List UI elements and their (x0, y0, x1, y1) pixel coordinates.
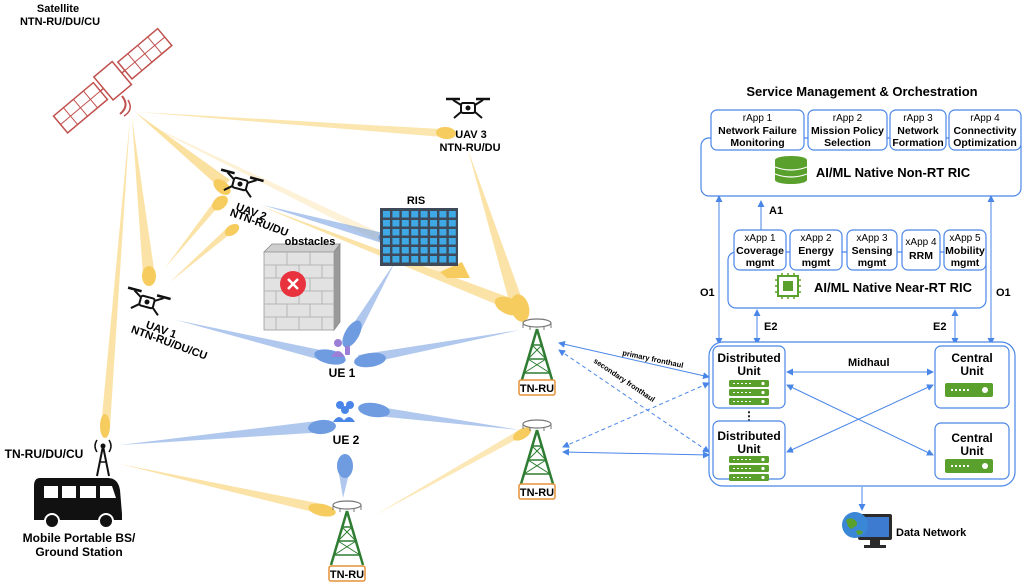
xapp-3-line1: Sensing (852, 245, 893, 257)
blue-beams (120, 205, 520, 498)
rapp-3-line2: Formation (892, 137, 943, 149)
tnru-tower-3-icon (329, 500, 365, 566)
xapp-2-line0: xApp 2 (800, 233, 832, 244)
xapp-4-line1: RRM (909, 250, 933, 262)
e2-right-label: E2 (933, 321, 946, 333)
rapp-3-line1: Network (897, 125, 939, 137)
xapp-1-line2: mgmt (746, 257, 775, 269)
uav3-name: UAV 3 (455, 129, 487, 141)
rapp-4-box (948, 109, 1022, 151)
satellite-icon (52, 27, 173, 134)
ris-panel-icon (380, 208, 458, 266)
xapp-2-box (789, 229, 843, 271)
rapp-3-id: rApp 3 (903, 113, 933, 124)
ue2-users-icon (333, 401, 355, 422)
ground-station-label-2: Ground Station (35, 545, 122, 559)
data-network-label: Data Network (896, 527, 967, 539)
cu-1-server-icon (945, 383, 993, 397)
tnru-tower-1-icon (519, 318, 555, 384)
xapp-4-line0: xApp 4 (905, 237, 937, 248)
rapp-2-box (807, 109, 888, 151)
tnru-1-label: TN-RU (520, 383, 554, 395)
cu-1-label-2: Unit (960, 364, 983, 378)
du-2-label-1: Distributed (717, 429, 780, 443)
uav3-drone-icon (446, 97, 490, 119)
ris-label: RIS (407, 195, 425, 207)
tnru-3-label: TN-RU (330, 569, 364, 581)
xapp-5-line1: Mobility (945, 245, 985, 257)
rapp-1-id: rApp 1 (743, 113, 773, 124)
xapp-2-line1: Energy (798, 245, 834, 257)
obstacles-label: obstacles (285, 236, 336, 248)
midhaul-label: Midhaul (848, 357, 890, 369)
xapp-3-box (846, 229, 898, 271)
tnru-3-box (328, 565, 366, 582)
ground-station-label-1: Mobile Portable BS/ (23, 531, 136, 545)
rapp-3-box (889, 109, 947, 151)
cu-2-label-2: Unit (960, 444, 983, 458)
xapp-5-box (943, 229, 987, 271)
rapp-2-id: rApp 2 (833, 113, 863, 124)
rapp-4-line2: Optimization (953, 137, 1017, 149)
data-network-icon (842, 512, 892, 548)
xapp-4-box (901, 229, 941, 271)
rapp-1-line2: Monitoring (730, 137, 784, 149)
rapp-1-box (710, 109, 805, 151)
xapp-1-line0: xApp 1 (744, 233, 776, 244)
xapp-3-line0: xApp 3 (856, 233, 888, 244)
antenna-icon (94, 439, 112, 477)
chip-icon (775, 273, 801, 299)
du-1-label-1: Distributed (717, 351, 780, 365)
rapp-2-line2: Selection (824, 137, 871, 149)
near-rt-ric-label: AI/ML Native Near-RT RIC (814, 280, 973, 295)
o1-right-label: O1 (996, 287, 1011, 299)
cu-1-label-1: Central (951, 351, 992, 365)
tnru-2-label: TN-RU (520, 487, 554, 499)
ue1-label: UE 1 (329, 366, 356, 380)
uav3-role: NTN-RU/DU (439, 142, 500, 154)
database-icon (774, 156, 808, 184)
du-1-server-icon (729, 380, 769, 405)
du-2-server-icon (729, 456, 769, 481)
cu-2-server-icon (945, 459, 993, 473)
satellite-subtitle: NTN-RU/DU/CU (20, 16, 100, 28)
du-ellipsis: ⋮ (743, 409, 755, 423)
rapp-4-id: rApp 4 (970, 113, 1000, 124)
e2-left-label: E2 (764, 321, 777, 333)
smo-title: Service Management & Orchestration (746, 84, 977, 99)
du-2-label-2: Unit (737, 442, 760, 456)
ue2-label: UE 2 (333, 433, 360, 447)
a1-label: A1 (769, 205, 783, 217)
xapp-1-line1: Coverage (736, 245, 784, 257)
rapp-4-line1: Connectivity (953, 125, 1016, 137)
xapp-5-line0: xApp 5 (949, 233, 981, 244)
du-1-label-2: Unit (737, 364, 760, 378)
xapp-2-line2: mgmt (802, 257, 831, 269)
xapp-5-line2: mgmt (951, 257, 980, 269)
tnru-tower-2-icon (519, 419, 555, 485)
rapp-1-line1: Network Failure (718, 125, 797, 137)
blocked-icon (280, 271, 306, 297)
cu-2-label-1: Central (951, 431, 992, 445)
van-icon (34, 478, 122, 529)
tnru-2-box (518, 483, 556, 500)
ground-station-top-label: TN-RU/DU/CU (5, 447, 84, 461)
uav2-drone-icon (220, 168, 264, 198)
ue1-user-icon (331, 339, 350, 357)
o1-left-label: O1 (700, 287, 715, 299)
xapp-1-box (733, 229, 787, 271)
tnru-1-box (518, 379, 556, 396)
rapp-2-line1: Mission Policy (811, 125, 884, 137)
uav1-drone-icon (127, 286, 171, 316)
non-rt-ric-label: AI/ML Native Non-RT RIC (816, 165, 971, 180)
xapp-3-line2: mgmt (858, 257, 887, 269)
satellite-title: Satellite (37, 3, 79, 15)
